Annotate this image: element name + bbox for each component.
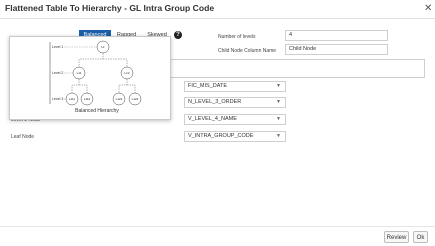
chevron-down-icon: ▼ (276, 83, 281, 89)
header-divider (0, 18, 435, 19)
node (65, 92, 79, 106)
level-label: Level 1 (52, 45, 63, 49)
level-select-2[interactable]: N_LEVEL_3_ORDER ▼ (184, 97, 286, 108)
level-label: Level 3 (52, 97, 63, 101)
level-2-node-value: V_LEVEL_4_NAME (188, 116, 237, 122)
edges-level-1 (78, 53, 128, 67)
level-2-node-select[interactable]: V_LEVEL_4_NAME ▼ (184, 114, 286, 125)
leaf-node-value: V_INTRA_GROUP_CODE (188, 133, 254, 139)
dialog-header: Flattened Table To Hierarchy - GL Intra … (0, 0, 435, 18)
edges-level-2 (71, 79, 136, 93)
child-node-column-label: Child Node Column Name (218, 48, 277, 54)
chevron-down-icon: ▼ (276, 99, 281, 105)
tab-ragged[interactable]: Ragged (113, 30, 140, 41)
node-label: L12 (124, 71, 129, 75)
level-2-node-label: Level 2 Node (11, 117, 40, 123)
chevron-down-icon: ▼ (276, 116, 281, 122)
level-select-1[interactable]: FIC_MIS_DATE ▼ (184, 81, 286, 92)
levels-label: Number of levels (218, 34, 256, 40)
node-label: L112 (84, 97, 91, 101)
tab-skewed[interactable]: Skewed (142, 30, 172, 41)
node-label: L111 (69, 97, 76, 101)
balanced-hierarchy-popup: Level 1 Level 2 Level 3 L1 L11 L12 L111 … (9, 36, 171, 120)
hierarchy-diagram: Level 1 Level 2 Level 3 L1 L11 L12 L111 … (49, 40, 142, 114)
levels-input[interactable]: 4 (285, 30, 388, 41)
node (72, 66, 86, 80)
node (128, 92, 142, 106)
node (112, 92, 126, 106)
node-label: L121 (116, 97, 123, 101)
chevron-down-icon: ▼ (276, 133, 281, 139)
leaf-node-select[interactable]: V_INTRA_GROUP_CODE ▼ (184, 131, 286, 142)
help-icon[interactable]: ? (174, 31, 182, 39)
dialog-title: Flattened Table To Hierarchy - GL Intra … (5, 3, 215, 13)
node-root-label: L1 (101, 45, 105, 49)
close-icon[interactable]: ✕ (424, 3, 433, 14)
tab-balanced[interactable]: Balanced (79, 30, 111, 41)
node (120, 66, 134, 80)
level-select-2-value: N_LEVEL_3_ORDER (188, 99, 242, 105)
popup-caption: Balanced Hierarchy (75, 108, 119, 114)
review-button[interactable]: Review (384, 231, 409, 243)
node-label: L11 (77, 71, 82, 75)
leaf-node-label: Leaf Node (11, 134, 35, 140)
child-node-column-input[interactable]: Child Node (285, 44, 388, 55)
footer-divider (0, 226, 435, 227)
level-select-1-value: FIC_MIS_DATE (188, 83, 228, 89)
node-root (96, 40, 110, 54)
level-label: Level 2 (52, 71, 63, 75)
node (80, 92, 94, 106)
node-label: L122 (132, 97, 139, 101)
ok-button[interactable]: Ok (413, 231, 428, 243)
